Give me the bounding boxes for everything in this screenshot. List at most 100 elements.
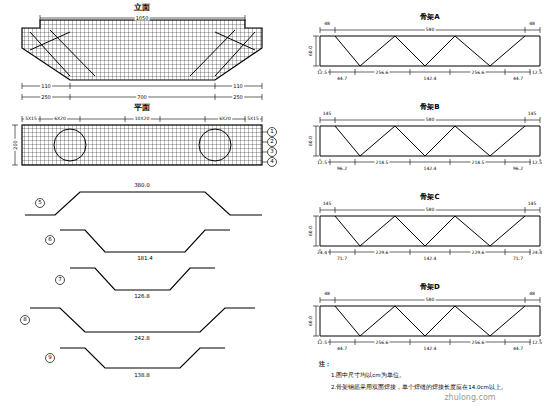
dimension: 1050 — [135, 16, 150, 21]
dimension: 24.4 — [531, 251, 543, 256]
dimension: 580 — [425, 28, 436, 33]
plan-view — [54, 129, 86, 161]
bar-callouts — [21, 316, 30, 325]
dimension: 142.4 — [423, 167, 438, 172]
callout-number: 5 — [37, 200, 43, 206]
dimension: 256.6 — [375, 341, 390, 346]
dimension: 12.5 — [531, 161, 543, 166]
plan-view — [12, 116, 277, 167]
dimension: 142.4 — [423, 77, 438, 82]
plan-view — [22, 125, 262, 165]
dimension: 700 — [136, 95, 148, 100]
dimension: 6X20 — [53, 117, 67, 122]
dimension: 71.7 — [512, 257, 524, 262]
dimension: 580 — [425, 208, 436, 213]
dimension: 96.2 — [512, 167, 524, 172]
dimension: 48 — [323, 22, 331, 27]
dimension: 250 — [40, 95, 52, 100]
dimension: 48 — [323, 292, 331, 297]
view-title: 立面 — [133, 4, 151, 12]
dimension: 24.4 — [316, 251, 328, 256]
dimension: 580 — [425, 118, 436, 123]
bar-shapes — [30, 308, 255, 332]
plan-view — [268, 128, 277, 137]
view-title: 骨架D — [419, 284, 441, 291]
plan-view — [268, 138, 277, 147]
dimension: 44.7 — [512, 347, 524, 352]
bar-shapes — [25, 192, 262, 368]
skeleton-views — [313, 27, 540, 345]
dimension: 60.0 — [309, 45, 314, 57]
dimension: 229.6 — [375, 251, 390, 256]
plan-view — [262, 132, 267, 162]
dimension: 142.4 — [423, 347, 438, 352]
bar-shapes — [60, 230, 230, 252]
dimension: 126.8 — [133, 294, 151, 300]
plan-view — [22, 116, 262, 122]
elevation-view — [30, 30, 255, 76]
dimension: 44.7 — [336, 77, 348, 82]
dimension: 142.4 — [423, 257, 438, 262]
callout-number: 8 — [22, 317, 28, 323]
skeleton-views — [313, 207, 540, 255]
skeleton-views — [313, 297, 540, 345]
dimension: 145 — [322, 202, 333, 207]
view-title: 骨架C — [419, 194, 440, 201]
callout-number: 6 — [47, 237, 53, 243]
dimension: 145 — [527, 112, 538, 117]
dimension: 12.5 — [531, 341, 543, 346]
plan-view — [268, 128, 277, 167]
dimension: 242.8 — [133, 336, 151, 342]
elevation-view — [22, 20, 262, 80]
callout-number: 9 — [47, 355, 53, 361]
dimension: 60.0 — [309, 315, 314, 327]
bar-callouts — [46, 236, 55, 245]
dimension: 10X20 — [134, 117, 151, 122]
dimension: 218.5 — [471, 161, 486, 166]
bar-callouts — [21, 199, 65, 363]
note-text: 1.图中尺寸均以cm为单位。 — [330, 373, 406, 379]
skeleton-views — [313, 117, 540, 165]
dimension: 44.7 — [336, 347, 348, 352]
dimension: 250 — [232, 95, 244, 100]
note-heading: 注： — [318, 361, 332, 367]
dimension: 256.6 — [471, 71, 486, 76]
dimension: 96.2 — [336, 167, 348, 172]
dimension: 218.5 — [375, 161, 390, 166]
note-text: 2.骨架钢筋采用双面焊接，单个焊缝的焊接长度应在14.0cm以上。 — [330, 385, 508, 391]
dimension: 181.4 — [136, 256, 154, 262]
callout-number: 7 — [57, 277, 63, 283]
watermark: zhulong.com — [443, 394, 496, 402]
plan-view — [268, 148, 277, 157]
bar-shapes — [60, 348, 225, 368]
elevation-view — [22, 15, 262, 100]
dimension: 5X15 — [24, 117, 38, 122]
bar-shapes — [25, 192, 262, 215]
dimension: 6X20 — [218, 117, 232, 122]
dimension: 71.7 — [336, 257, 348, 262]
dimension: 256.6 — [471, 341, 486, 346]
bar-callouts — [56, 276, 65, 285]
dimension: 48 — [528, 292, 536, 297]
dimension: 110 — [40, 84, 52, 89]
dimension: 12.5 — [316, 341, 328, 346]
bar-callouts — [46, 354, 55, 363]
callout-number: 3 — [269, 149, 275, 155]
plan-view — [199, 129, 231, 161]
callout-number: 2 — [269, 139, 275, 145]
dimension: 256.6 — [375, 71, 390, 76]
dimension: 44.7 — [512, 77, 524, 82]
view-title: 骨架B — [419, 104, 440, 111]
dimension: 12.5 — [316, 71, 328, 76]
dimension: 110 — [232, 84, 244, 89]
plan-view — [268, 158, 277, 167]
dimension: 60.0 — [309, 225, 314, 237]
dimension: 12.5 — [531, 71, 543, 76]
dimension: 229.6 — [471, 251, 486, 256]
dimension: 5X15 — [246, 117, 260, 122]
skeleton-views — [313, 27, 540, 75]
callout-number: 4 — [269, 159, 275, 165]
plan-view — [12, 125, 18, 165]
